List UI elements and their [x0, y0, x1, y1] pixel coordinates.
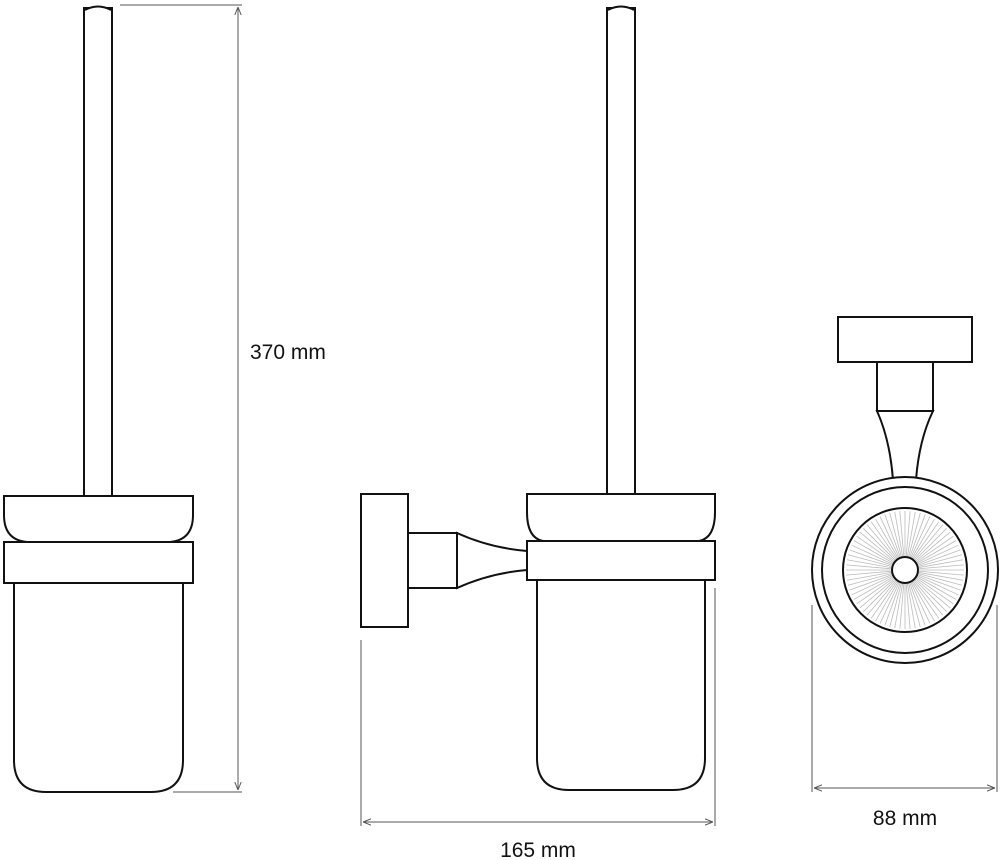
bristle-line [908, 583, 921, 628]
bristle-line [862, 527, 896, 561]
bristle-line [911, 581, 935, 622]
height-label: 370 mm [250, 341, 326, 364]
bristle-line [916, 577, 954, 605]
bristle-line [909, 583, 926, 626]
bristle-line [907, 583, 916, 629]
bristle-line [913, 524, 944, 560]
bristle-line [913, 580, 944, 616]
brush-center [891, 556, 919, 584]
bristle-line [916, 576, 957, 600]
bristle-line [847, 554, 892, 567]
bristle-line [894, 583, 903, 629]
bristle-line [853, 576, 894, 600]
bristle-line [911, 518, 935, 559]
bristle-line [866, 580, 897, 616]
bristle-line [918, 559, 964, 568]
bristle-line [856, 535, 894, 563]
ring-band [526, 540, 716, 581]
handle-cap [607, 5, 635, 11]
bristle-line [899, 583, 905, 629]
bristle-line [908, 512, 921, 557]
bristle-line [910, 516, 931, 558]
bristle-line [917, 544, 959, 565]
bristle-line [915, 531, 951, 562]
front-view [3, 5, 194, 793]
height-dimension [120, 4, 242, 793]
lid [3, 495, 194, 543]
bristle-line [918, 549, 961, 566]
wall-plate [360, 493, 409, 628]
bristle-line [859, 578, 895, 609]
bristle-line [914, 579, 948, 613]
arm-taper [456, 531, 528, 590]
lid [526, 493, 716, 542]
bristle-line [870, 581, 898, 619]
bristle-line [859, 531, 895, 562]
width-label: 165 mm [500, 839, 576, 860]
bristle-line [884, 583, 901, 626]
cup [536, 580, 706, 791]
bristle-line [909, 514, 926, 557]
bristle-line [851, 544, 893, 565]
bristle-line [856, 577, 894, 605]
bristle-line [853, 540, 894, 564]
bristle-line [889, 583, 902, 628]
bristle-line [875, 518, 899, 559]
bristles [846, 511, 964, 629]
bristle-line [879, 582, 900, 624]
bristle-line [870, 521, 898, 559]
bristle-line [847, 573, 892, 586]
arm-neck [407, 532, 458, 589]
bristle-line [918, 554, 963, 567]
bristle-line [899, 511, 905, 557]
arm-taper [875, 410, 935, 481]
bristle-line [910, 582, 931, 624]
depth-dimension [811, 605, 998, 792]
bristle-line [846, 564, 892, 570]
bristle-line [849, 574, 892, 591]
bristle-line [846, 572, 892, 581]
ring-band [3, 541, 194, 584]
top-view [811, 316, 999, 664]
bristle-line [917, 575, 959, 596]
side-view [360, 5, 716, 791]
bristle-line [862, 579, 896, 613]
bristle-line [918, 574, 961, 591]
bristle-line [889, 512, 902, 557]
bristle-line [918, 573, 963, 586]
bristle-line [851, 575, 893, 596]
handle-cap [84, 5, 112, 11]
brush-handle [606, 7, 636, 497]
bristle-line [914, 527, 948, 561]
bristle-line [912, 521, 940, 559]
bristle-line [912, 581, 940, 619]
bristle-line [916, 540, 957, 564]
bristle-line [849, 549, 892, 566]
depth-label: 88 mm [873, 807, 937, 830]
bristle-line [905, 583, 911, 629]
bristle-line [884, 514, 901, 557]
wall-plate [837, 316, 973, 363]
bristle-line [918, 572, 964, 581]
bristle-line [894, 511, 903, 557]
bristle-line [875, 581, 899, 622]
cup [13, 583, 184, 793]
bristle-line [866, 524, 897, 560]
arm-neck [876, 361, 934, 412]
bristle-line [918, 570, 964, 576]
bristle-line [846, 570, 892, 576]
bristle-line [915, 578, 951, 609]
bristle-line [916, 535, 954, 563]
bristle-line [905, 511, 911, 557]
brush-handle [83, 7, 113, 499]
bristle-line [846, 559, 892, 568]
bristle-line [907, 511, 916, 557]
width-dimension [360, 588, 716, 826]
bristle-line [918, 564, 964, 570]
bristle-line [879, 516, 900, 558]
